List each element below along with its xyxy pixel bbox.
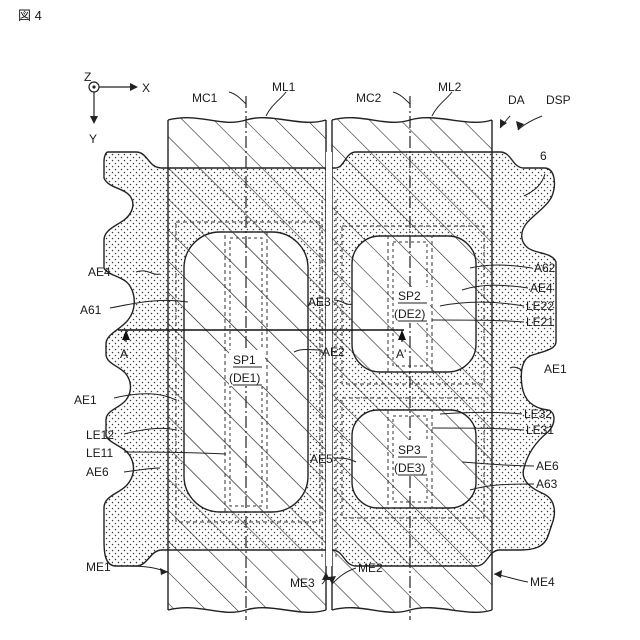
subpixel-sp3: SP3 (DE3) xyxy=(394,440,430,476)
label-ae6-right: AE6 xyxy=(536,459,559,473)
label-mc2: MC2 xyxy=(356,91,382,105)
label-ae5: AE5 xyxy=(310,452,333,466)
de2-label: (DE2) xyxy=(394,307,425,321)
label-le12: LE12 xyxy=(86,428,114,442)
label-a-left: A xyxy=(120,347,128,361)
label-le31: LE31 xyxy=(526,423,554,437)
de1-label: (DE1) xyxy=(229,371,260,385)
label-me4: ME4 xyxy=(530,575,555,589)
label-ml2: ML2 xyxy=(438,80,462,94)
label-me1: ME1 xyxy=(86,560,111,574)
subpixel-sp2: SP2 (DE2) xyxy=(394,287,430,323)
axes-indicator: Z X Y xyxy=(84,70,150,146)
sp2-label: SP2 xyxy=(398,289,421,303)
de3-label: (DE3) xyxy=(394,461,425,475)
label-dsp: DSP xyxy=(546,93,571,107)
label-ml1: ML1 xyxy=(272,80,296,94)
label-ae6-left: AE6 xyxy=(86,465,109,479)
x-axis-label: X xyxy=(142,81,150,95)
label-ae4-left: AE4 xyxy=(88,265,111,279)
label-me2: ME2 xyxy=(358,561,383,575)
label-le22: LE22 xyxy=(526,299,554,313)
z-axis-label: Z xyxy=(84,70,91,84)
label-6: 6 xyxy=(540,149,547,163)
label-mc1: MC1 xyxy=(192,91,218,105)
signal-line-ml2 xyxy=(332,118,492,613)
label-le32: LE32 xyxy=(524,407,552,421)
line-gap xyxy=(326,152,332,566)
label-me3: ME3 xyxy=(290,576,315,590)
label-da: DA xyxy=(508,93,525,107)
subpixel-sp1: SP1 (DE1) xyxy=(229,350,265,386)
label-ae1-right: AE1 xyxy=(544,362,567,376)
figure-label: 図 4 xyxy=(18,8,42,23)
label-a61: A61 xyxy=(80,303,102,317)
y-axis-label: Y xyxy=(89,132,97,146)
label-ae1-left: AE1 xyxy=(74,393,97,407)
label-le21: LE21 xyxy=(526,315,554,329)
label-le11: LE11 xyxy=(86,446,113,460)
y-axis-arrow-icon xyxy=(90,116,98,124)
label-ae4-right: AE4 xyxy=(530,281,553,295)
label-a-prime: A' xyxy=(396,347,406,361)
label-ae3: AE3 xyxy=(308,295,331,309)
label-a63: A63 xyxy=(536,477,558,491)
label-a62: A62 xyxy=(534,261,556,275)
label-ae2: AE2 xyxy=(322,345,345,359)
x-axis-arrow-icon xyxy=(130,83,138,91)
sp1-label: SP1 xyxy=(233,353,256,367)
sp3-label: SP3 xyxy=(398,443,421,457)
